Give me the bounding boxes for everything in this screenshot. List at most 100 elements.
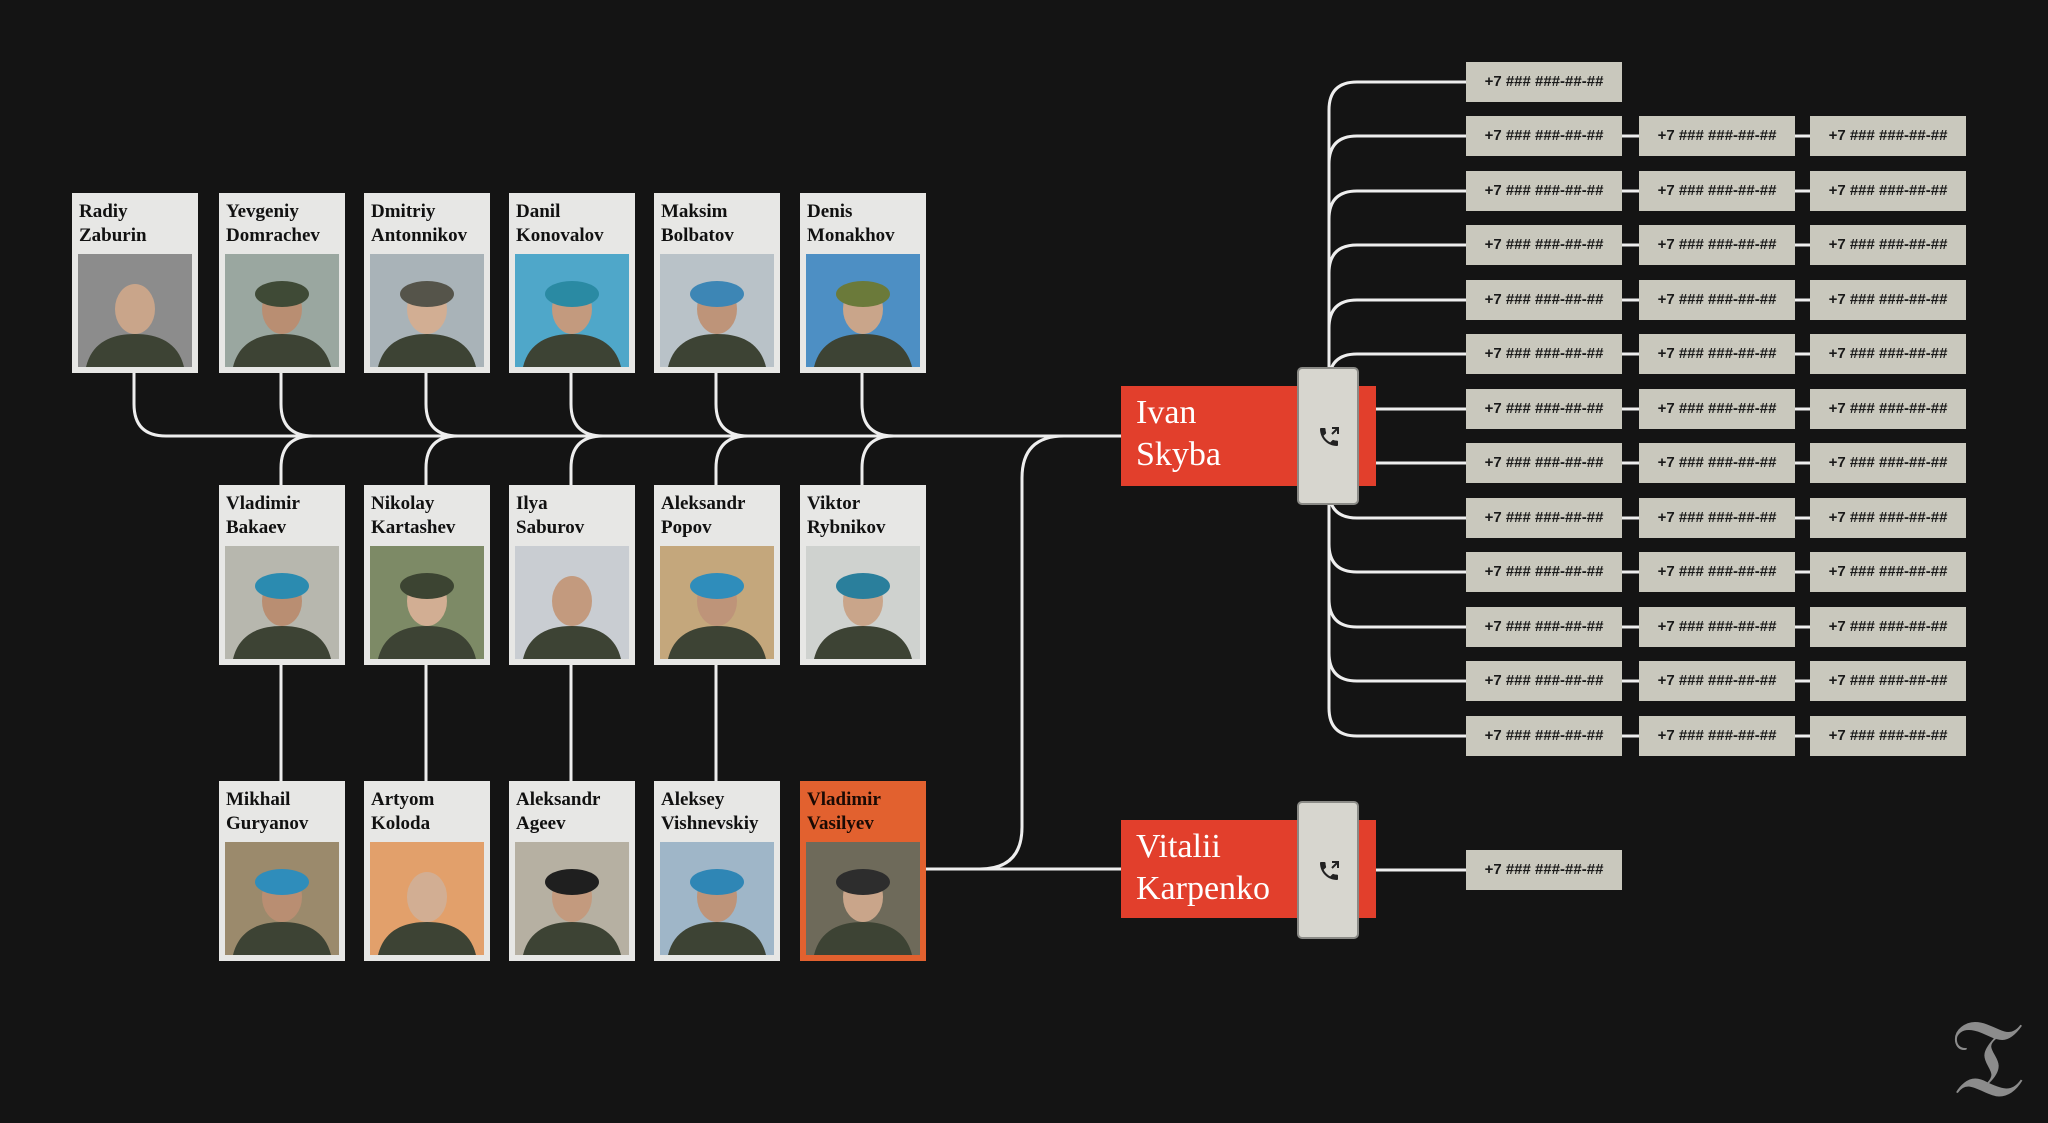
top-branch (279, 371, 315, 438)
soldier-photo (660, 842, 774, 955)
soldier-photo (515, 254, 629, 367)
phone-number-box[interactable]: +7 ### ###-##-## (1466, 334, 1622, 374)
soldier-name: Dmitriy Antonnikov (371, 201, 468, 246)
phone-branch (1327, 80, 1468, 385)
soldier-photo (370, 546, 484, 659)
phone-number-box[interactable]: +7 ### ###-##-## (1466, 62, 1622, 102)
phone-number-box[interactable]: +7 ### ###-##-## (1466, 171, 1622, 211)
soldier-photo (515, 546, 629, 659)
soldier-photo (806, 842, 920, 955)
phone-branch (1327, 503, 1468, 574)
phone-number-box[interactable]: +7 ### ###-##-## (1810, 552, 1966, 592)
soldier-photo (515, 842, 629, 955)
mid-branch (569, 434, 605, 487)
phone-branch (1327, 189, 1468, 385)
phone-number-box[interactable]: +7 ### ###-##-## (1466, 498, 1622, 538)
phone-number-box[interactable]: +7 ### ###-##-## (1810, 334, 1966, 374)
nyt-t-logo-icon: 𝔗 (1950, 994, 2024, 1122)
phone-number-box[interactable]: +7 ### ###-##-## (1639, 498, 1795, 538)
phone-number-box[interactable]: +7 ### ###-##-## (1639, 552, 1795, 592)
soldier-name: Danil Konovalov (516, 201, 604, 246)
soldier-name: Denis Monakhov (807, 201, 895, 246)
mid-branch (279, 434, 315, 487)
soldier-card[interactable]: Aleksandr Popov (654, 485, 780, 665)
phone-number-box[interactable]: +7 ### ###-##-## (1639, 334, 1795, 374)
soldier-card[interactable]: Ilya Saburov (509, 485, 635, 665)
soldier-photo (806, 546, 920, 659)
soldier-photo (660, 254, 774, 367)
phone-number-box[interactable]: +7 ### ###-##-## (1810, 716, 1966, 756)
phone-number-box[interactable]: +7 ### ###-##-## (1810, 607, 1966, 647)
soldier-photo (370, 842, 484, 955)
soldier-card[interactable]: Maksim Bolbatov (654, 193, 780, 373)
phone-number-box[interactable]: +7 ### ###-##-## (1639, 607, 1795, 647)
soldier-name: Vladimir Bakaev (226, 493, 300, 538)
phone-number-box[interactable]: +7 ### ###-##-## (1466, 716, 1622, 756)
soldier-card[interactable]: Artyom Koloda (364, 781, 490, 961)
soldier-card[interactable]: Denis Monakhov (800, 193, 926, 373)
soldier-name: Aleksandr Popov (661, 493, 746, 538)
phone-number-box[interactable]: +7 ### ###-##-## (1639, 171, 1795, 211)
phone-number-box[interactable]: +7 ### ###-##-## (1639, 116, 1795, 156)
phone-number-box[interactable]: +7 ### ###-##-## (1810, 280, 1966, 320)
mid-branch (714, 434, 750, 487)
phone-call-icon (1320, 427, 1339, 446)
phone-number-box[interactable]: +7 ### ###-##-## (1810, 661, 1966, 701)
phone-number-box[interactable]: +7 ### ###-##-## (1639, 443, 1795, 483)
phone-number-box[interactable]: +7 ### ###-##-## (1810, 389, 1966, 429)
soldier-card[interactable]: Mikhail Guryanov (219, 781, 345, 961)
target-name: Vitalii Karpenko (1136, 828, 1271, 907)
vasilyev-to-skyba (978, 434, 1066, 871)
phone-number-box[interactable]: +7 ### ###-##-## (1466, 661, 1622, 701)
soldier-name: Yevgeniy Domrachev (226, 201, 320, 246)
phone-number-box[interactable]: +7 ### ###-##-## (1639, 389, 1795, 429)
phone-number-box[interactable]: +7 ### ###-##-## (1810, 443, 1966, 483)
phone-number-box[interactable]: +7 ### ###-##-## (1466, 552, 1622, 592)
soldier-card[interactable]: Viktor Rybnikov (800, 485, 926, 665)
soldier-card[interactable]: Vladimir Bakaev (219, 485, 345, 665)
phone-number-box[interactable]: +7 ### ###-##-## (1810, 116, 1966, 156)
soldier-name: Aleksandr Ageev (516, 789, 601, 834)
soldier-card[interactable]: Aleksandr Ageev (509, 781, 635, 961)
phone-number-box[interactable]: +7 ### ###-##-## (1639, 661, 1795, 701)
trunk-line (132, 371, 1123, 438)
phone-number-box[interactable]: +7 ### ###-##-## (1466, 443, 1622, 483)
soldier-name: Aleksey Vishnevskiy (661, 789, 759, 834)
soldier-photo (225, 546, 339, 659)
phone-number-box[interactable]: +7 ### ###-##-## (1466, 389, 1622, 429)
soldier-card[interactable]: Vladimir Vasilyev (800, 781, 926, 961)
phone-vitalii-karpenko[interactable] (1297, 801, 1359, 939)
soldier-card[interactable]: Nikolay Kartashev (364, 485, 490, 665)
phone-number-box[interactable]: +7 ### ###-##-## (1639, 716, 1795, 756)
phone-number-box[interactable]: +7 ### ###-##-## (1810, 171, 1966, 211)
phone-number-box[interactable]: +7 ### ###-##-## (1466, 607, 1622, 647)
top-branch (424, 371, 460, 438)
phone-number-box[interactable]: +7 ### ###-##-## (1639, 225, 1795, 265)
soldier-card[interactable]: Dmitriy Antonnikov (364, 193, 490, 373)
soldier-photo (78, 254, 192, 367)
soldier-name: Artyom Koloda (371, 789, 435, 834)
phone-ivan-skyba[interactable] (1297, 367, 1359, 505)
phone-number-box[interactable]: +7 ### ###-##-## (1810, 225, 1966, 265)
phone-branch (1327, 503, 1468, 629)
soldier-name: Radiy Zaburin (79, 201, 147, 246)
phone-number-box[interactable]: +7 ### ###-##-## (1466, 280, 1622, 320)
soldier-card[interactable]: Aleksey Vishnevskiy (654, 781, 780, 961)
soldier-card[interactable]: Radiy Zaburin (72, 193, 198, 373)
phone-branch (1327, 243, 1468, 385)
phone-number-box[interactable]: +7 ### ###-##-## (1466, 225, 1622, 265)
top-branch (860, 371, 896, 438)
soldier-card[interactable]: Danil Konovalov (509, 193, 635, 373)
soldier-card[interactable]: Yevgeniy Domrachev (219, 193, 345, 373)
phone-number-box[interactable]: +7 ### ###-##-## (1810, 498, 1966, 538)
soldier-name: Vladimir Vasilyev (807, 789, 881, 834)
phone-number-box[interactable]: +7 ### ###-##-## (1466, 850, 1622, 890)
target-name: Ivan Skyba (1136, 394, 1221, 473)
soldier-name: Ilya Saburov (516, 493, 585, 538)
phone-number-box[interactable]: +7 ### ###-##-## (1639, 280, 1795, 320)
soldier-name: Nikolay Kartashev (371, 493, 456, 538)
phone-call-icon (1320, 861, 1339, 880)
phone-branch (1327, 503, 1468, 683)
phone-number-box[interactable]: +7 ### ###-##-## (1466, 116, 1622, 156)
top-branch (569, 371, 605, 438)
